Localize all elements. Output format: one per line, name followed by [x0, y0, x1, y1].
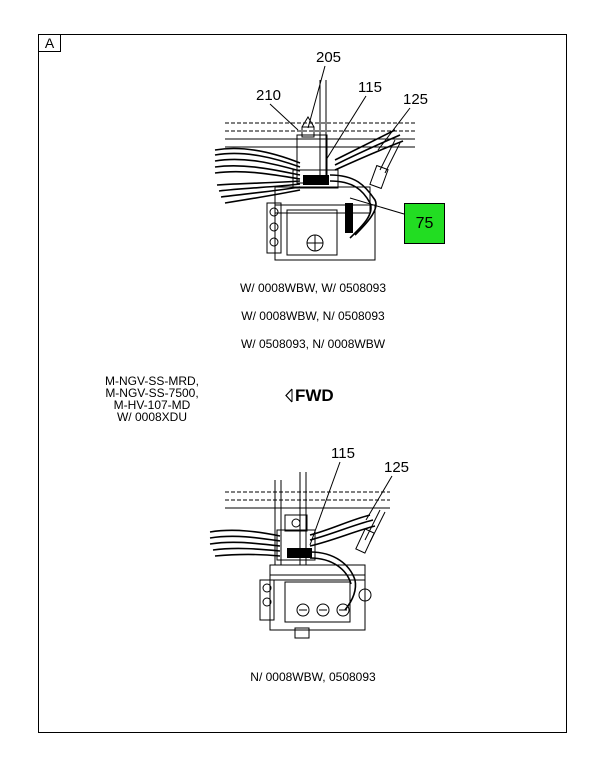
- callout-210: 210: [256, 87, 282, 104]
- callout-125: 125: [403, 91, 429, 108]
- callout-125-bottom: 125: [384, 459, 410, 476]
- caption-line-3: W/ 0508093, N/ 0008WBW: [240, 337, 386, 351]
- callout-205: 205: [316, 49, 342, 66]
- model-list-item: M-HV-107-MD: [113, 398, 191, 412]
- callout-115: 115: [358, 79, 382, 96]
- model-list: M-NGV-SS-MRD, M-NGV-SS-7500, M-HV-107-MD…: [82, 375, 222, 423]
- forward-label: FWD: [295, 386, 334, 405]
- figure-frame: A: [38, 34, 567, 733]
- model-list-item: M-NGV-SS-MRD,: [105, 374, 199, 388]
- top-view-drawing: [214, 80, 415, 261]
- model-list-item: W/ 0008XDU: [116, 410, 188, 424]
- caption-line-2: W/ 0008WBW, N/ 0508093: [241, 309, 385, 323]
- model-list-item: M-NGV-SS-7500,: [105, 386, 199, 400]
- forward-arrow-icon: [285, 388, 293, 403]
- bottom-view-caption: N/ 0008WBW, 0508093: [250, 670, 376, 684]
- section-label: A: [39, 35, 61, 52]
- callout-115-bottom: 115: [331, 445, 355, 462]
- forward-direction: FWD: [285, 386, 334, 406]
- bottom-view-drawing: [209, 472, 390, 639]
- callout-75-highlight: 75: [404, 203, 445, 244]
- caption-line-1: W/ 0008WBW, W/ 0508093: [239, 281, 387, 295]
